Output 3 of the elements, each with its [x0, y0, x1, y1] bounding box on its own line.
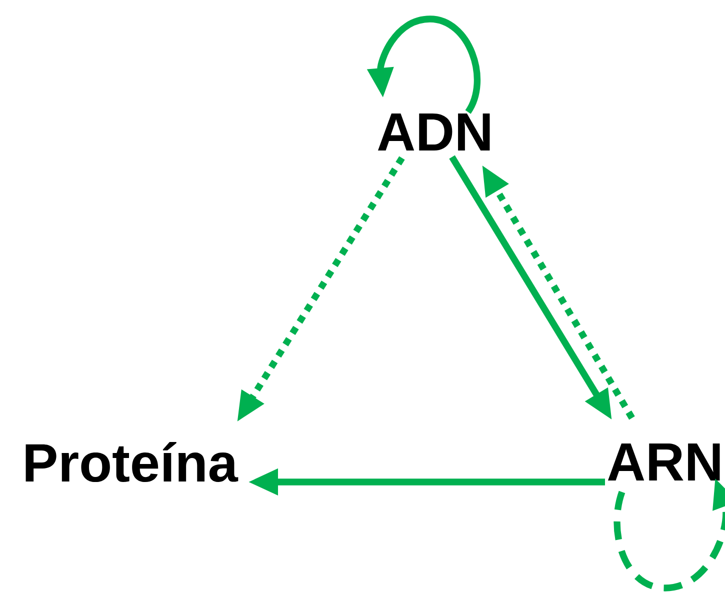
node-label: ADN — [378, 113, 490, 151]
node-label: Proteína — [26, 442, 238, 482]
node-label: ARN — [608, 443, 720, 481]
